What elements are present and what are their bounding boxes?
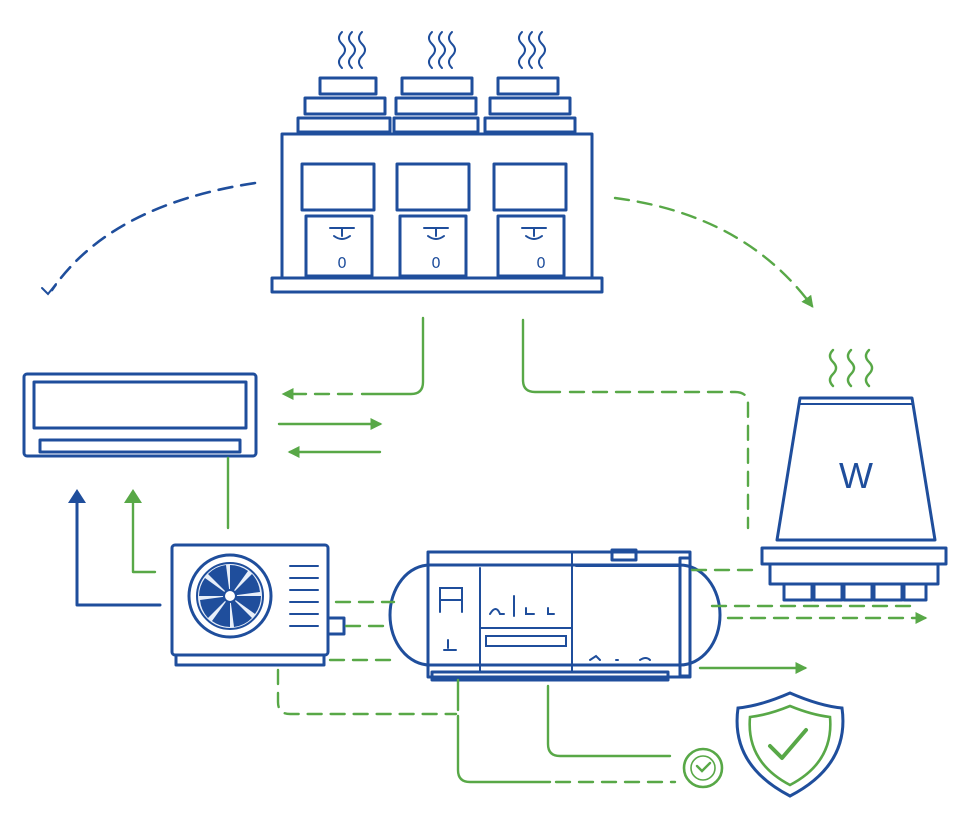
heat-exchanger-tank bbox=[388, 548, 722, 682]
fan-icon bbox=[187, 553, 273, 639]
chiller-unit-3-label: 0 bbox=[536, 254, 546, 272]
heat-waves-icon bbox=[828, 348, 874, 388]
checkmark-icon bbox=[41, 283, 57, 296]
chiller-unit-1-label: 0 bbox=[337, 254, 347, 272]
shield-check-icon bbox=[735, 691, 845, 798]
chiller-unit: 0 0 0 bbox=[270, 31, 604, 294]
cooling-tower: W bbox=[760, 348, 948, 602]
outdoor-condenser-unit bbox=[170, 543, 346, 667]
chiller-unit-2-label: 0 bbox=[431, 254, 441, 272]
check-circle-icon bbox=[682, 747, 724, 789]
indoor-ac-unit bbox=[22, 372, 258, 458]
heat-waves-icon bbox=[338, 31, 546, 69]
cooling-tower-letter: W bbox=[839, 455, 873, 496]
piping-connections bbox=[68, 316, 928, 784]
supply-flow-curve bbox=[613, 196, 814, 308]
return-flow-curve bbox=[50, 181, 257, 292]
